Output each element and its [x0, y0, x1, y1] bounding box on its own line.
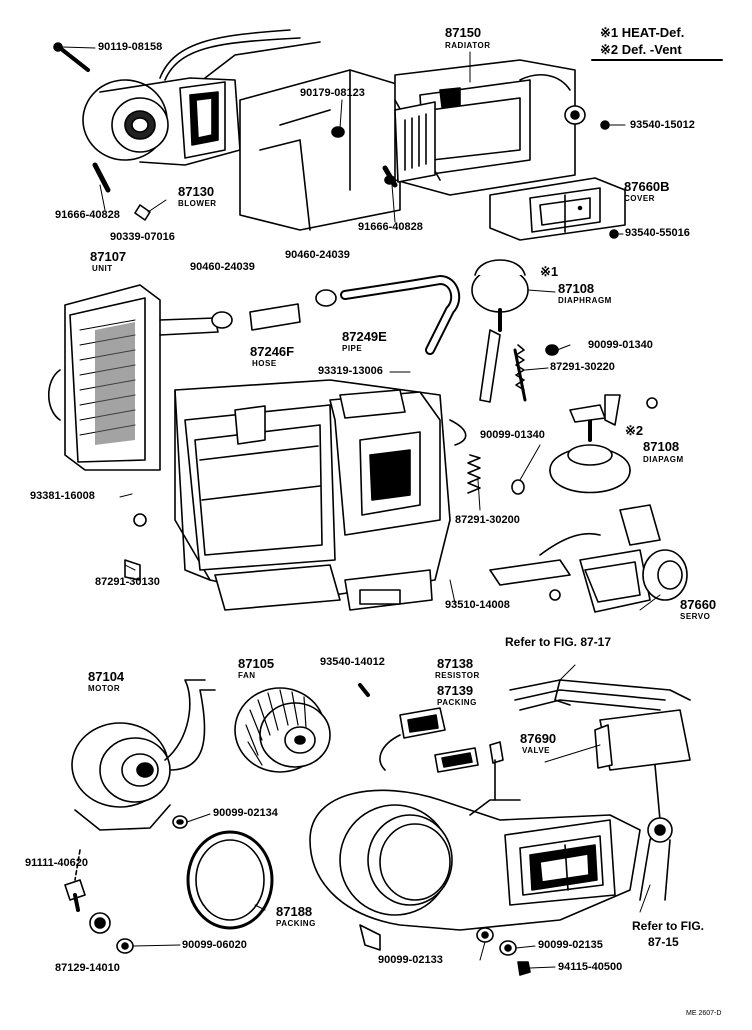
- reference-fig-87-17[interactable]: Refer to FIG. 87-17: [505, 635, 612, 649]
- part-number-label: 94115-40500: [558, 961, 623, 973]
- fan-drawing: [234, 687, 331, 773]
- packing-ring-drawing: [186, 830, 274, 930]
- hoses-drawing: [211, 275, 461, 355]
- part-number-label: 91666-40828: [55, 209, 120, 221]
- leader-lines-drawing: [61, 46, 661, 969]
- part-number-label: 87139: [437, 683, 474, 698]
- small-fasteners-drawing: [64, 683, 531, 976]
- part-name-label: PACKING: [276, 919, 316, 928]
- part-number-label: 87291-30130: [95, 576, 160, 588]
- part-number-label: 87188: [276, 904, 313, 919]
- part-name-label: PACKING: [437, 698, 477, 707]
- part-number-label: 93540-55016: [625, 227, 690, 239]
- part-name-label: RADIATOR: [445, 41, 491, 50]
- part-number-label: 87291-30200: [455, 514, 520, 526]
- part-number-label: 90179-08123: [300, 87, 365, 99]
- blower-housing-drawing: [309, 789, 641, 951]
- part-number-label: 87107: [90, 249, 127, 264]
- duct-drawing: [239, 69, 401, 231]
- part-number-label: 93510-14008: [445, 599, 510, 611]
- part-name-label: RESISTOR: [435, 671, 480, 680]
- part-name-label: DIAPHRAGM: [558, 296, 612, 305]
- part-number-label: 87105: [238, 656, 275, 671]
- part-number-label: 90460-24039: [285, 249, 350, 261]
- part-number-label: 87108: [558, 281, 595, 296]
- top-screws-drawing: [53, 42, 619, 239]
- part-number-label: 93540-15012: [630, 119, 695, 131]
- part-number-label: 90099-02135: [538, 939, 603, 951]
- drawing-code: ME 2607-D: [686, 1010, 722, 1017]
- part-number-label: 91111-40620: [25, 857, 89, 869]
- part-number-label: 87138: [437, 656, 474, 671]
- blower-assembly-drawing: [82, 29, 321, 166]
- part-number-label: 87104: [88, 669, 125, 684]
- motor-drawing: [71, 679, 216, 881]
- part-number-label: 93540-14012: [320, 656, 385, 668]
- part-name-label: PIPE: [342, 344, 363, 353]
- cover-drawing: [489, 177, 626, 241]
- part-number-label: 90099-02134: [213, 807, 278, 819]
- part-number-label: 90099-01340: [480, 429, 545, 441]
- part-name-label: VALVE: [522, 746, 550, 755]
- part-number-label: 87129-14010: [55, 962, 120, 974]
- part-name-label: BLOWER: [178, 199, 217, 208]
- part-number-label: 90339-07016: [110, 231, 175, 243]
- servo-drawing: [489, 504, 688, 613]
- part-number-label: 87690: [520, 731, 557, 746]
- diaphragm-top-drawing: [471, 259, 529, 403]
- marker-def-vent: ※2: [625, 423, 644, 438]
- resistor-drawing: [379, 707, 504, 801]
- part-number-label: 87108: [643, 439, 680, 454]
- part-number-label: 93381-16008: [30, 490, 95, 502]
- heater-case-drawing: [124, 379, 467, 611]
- reference-fig-87-15-line1[interactable]: Refer to FIG.: [632, 919, 705, 933]
- part-number-label: 87246F: [250, 344, 295, 359]
- part-number-label: 90099-06020: [182, 939, 247, 951]
- diaphragm-bottom-drawing: [467, 344, 658, 495]
- part-number-label: 90099-01340: [588, 339, 653, 351]
- part-number-label: 87660B: [624, 179, 670, 194]
- part-name-label: SERVO: [680, 612, 711, 621]
- marker-heat-def: ※1: [540, 264, 559, 279]
- part-name-label: MOTOR: [88, 684, 121, 693]
- legend-heat-def: ※1 HEAT-Def.: [600, 25, 685, 40]
- part-number-label: 93319-13006: [318, 365, 383, 377]
- part-number-label: 91666-40828: [358, 221, 423, 233]
- radiator-drawing: [384, 59, 586, 196]
- part-number-label: 90119-08158: [98, 41, 163, 53]
- part-name-label: DIAPAGM: [643, 455, 684, 464]
- part-number-label: 90099-02133: [378, 954, 443, 966]
- part-number-label: 87660: [680, 597, 717, 612]
- part-name-label: FAN: [238, 671, 256, 680]
- part-number-label: 87249E: [342, 329, 387, 344]
- reference-fig-87-15-line2[interactable]: 87-15: [648, 935, 679, 949]
- heater-core-drawing: [48, 284, 219, 471]
- part-name-label: COVER: [624, 194, 655, 203]
- valve-drawing: [509, 679, 691, 901]
- legend-def-vent: ※2 Def. -Vent: [600, 42, 682, 57]
- part-name-label: UNIT: [92, 264, 113, 273]
- part-number-label: 87130: [178, 184, 215, 199]
- part-number-label: 90460-24039: [190, 261, 255, 273]
- part-name-label: HOSE: [252, 359, 277, 368]
- part-number-label: 87150: [445, 25, 482, 40]
- part-number-label: 87291-30220: [550, 361, 615, 373]
